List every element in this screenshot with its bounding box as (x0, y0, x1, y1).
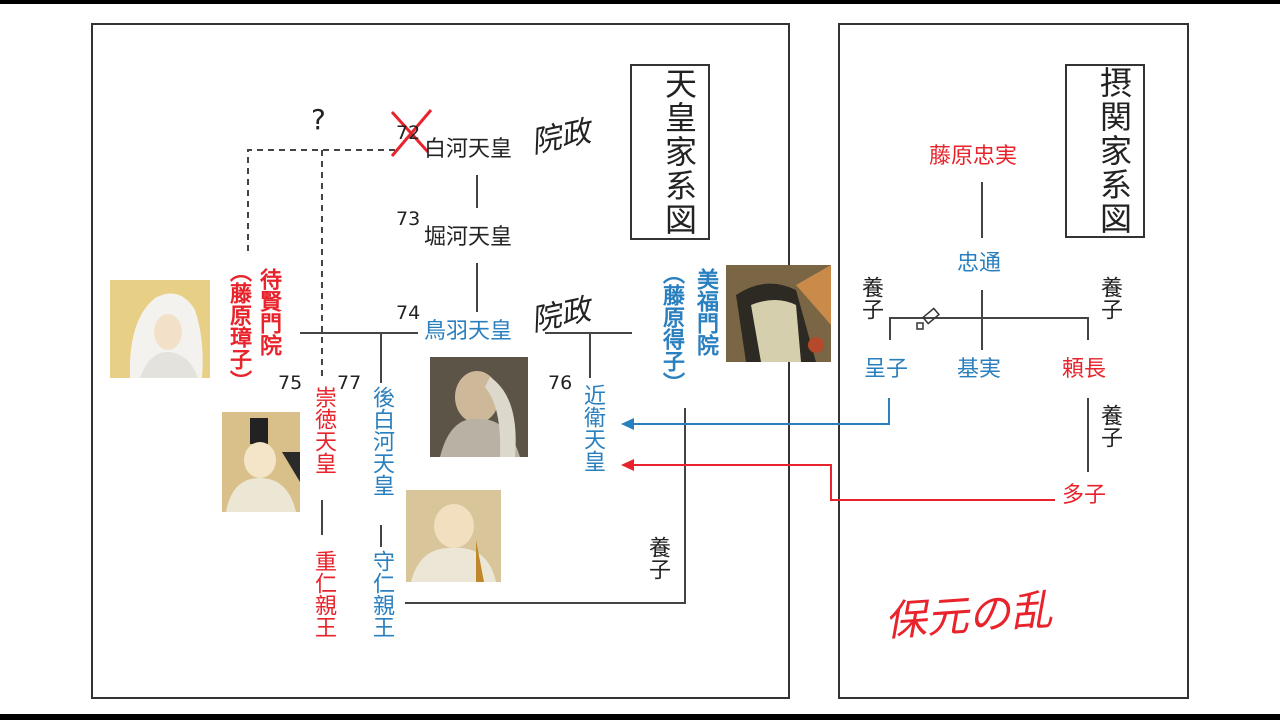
bifukumonin-subname: （藤原得子） (659, 262, 684, 394)
emperor-number-75: 75 (278, 372, 303, 394)
motozane: 基実 (957, 357, 1002, 382)
emperor-sutoku: 崇徳天皇 (311, 386, 336, 474)
masaruko: 多子 (1062, 483, 1107, 508)
emperor-konoe: 近衛天皇 (580, 384, 605, 472)
imperial-family-tree-title: 天皇家系図 (630, 64, 710, 240)
bifukumonin-name: 美福門院 (693, 268, 718, 356)
emperor-goshirakawa: 後白河天皇 (369, 386, 394, 496)
adoption-label-kiyoko: 養子 (858, 276, 883, 320)
emperor-shirakawa: 白河天皇 (424, 137, 513, 162)
bottom-letterbox-bar (0, 714, 1280, 720)
kiyoko: 呈子 (864, 357, 909, 382)
portrait-bifukumonin (726, 265, 831, 362)
emperor-number-73: 73 (396, 208, 421, 230)
pen-cursor-icon (916, 307, 940, 330)
portrait-sutoku (222, 412, 300, 512)
fujiwara-tadazane: 藤原忠実 (929, 144, 1018, 169)
question-mark: ? (311, 103, 326, 136)
portrait-taikenmonin (110, 280, 210, 378)
emperor-number-72: 72 (396, 122, 421, 144)
emperor-number-76: 76 (548, 372, 573, 394)
portrait-goshirakawa (406, 490, 501, 582)
prince-morihito: 守仁親王 (369, 550, 394, 638)
yorinaga: 頼長 (1062, 357, 1107, 382)
emperor-number-74: 74 (396, 302, 421, 324)
tadamichi: 忠通 (957, 251, 1002, 276)
taikenmonin-subname: （藤原璋子） (226, 260, 251, 392)
regent-family-tree-title: 摂関家系図 (1065, 64, 1145, 238)
taikenmonin-name: 待賢門院 (256, 268, 281, 356)
emperor-toba: 鳥羽天皇 (424, 319, 513, 344)
prince-shigehito: 重仁親王 (311, 550, 336, 638)
adoption-label-yorinaga: 養子 (1097, 276, 1122, 320)
portrait-toba (430, 357, 528, 457)
top-letterbox-bar (0, 0, 1280, 4)
hogen-rebellion-annotation: 保元の乱 (882, 585, 1054, 646)
adoption-label-left: 養子 (645, 536, 670, 580)
emperor-horikawa: 堀河天皇 (424, 225, 513, 250)
adoption-label-masaruko: 養子 (1097, 404, 1122, 448)
emperor-number-77: 77 (337, 372, 362, 394)
